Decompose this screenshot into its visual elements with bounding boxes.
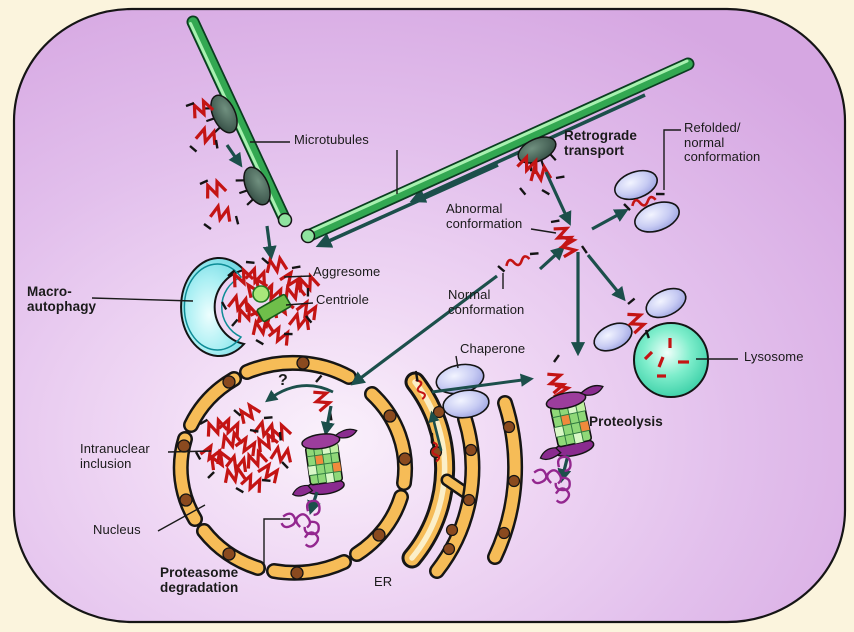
er-chaperone-pair <box>435 363 490 419</box>
chaperone-oval <box>634 201 680 233</box>
label-proteolysis: Proteolysis <box>589 414 663 429</box>
label-nucleus: Nucleus <box>93 522 141 537</box>
retrograde-to-center-arrow <box>544 171 572 226</box>
lysosome-complex <box>593 287 709 398</box>
ribosomes <box>429 405 521 556</box>
lysosome-body <box>633 322 709 398</box>
label-proteasome-degradation: Proteasome degradation <box>160 565 239 596</box>
label-aggresome: Aggresome <box>313 264 381 279</box>
label-chaperone: Chaperone <box>460 341 526 356</box>
refolding-arrow <box>591 208 629 231</box>
er-lumen <box>409 379 448 561</box>
label-centriole: Centriole <box>316 292 369 307</box>
autophagosome <box>180 257 246 357</box>
to-nucleus-arrow <box>350 274 498 386</box>
endoplasmic-reticulum <box>401 370 524 579</box>
lysosome-degraded-bits <box>643 338 689 378</box>
refolded-protein-complex <box>614 169 680 233</box>
label-connectors <box>91 129 738 573</box>
label-macroautophagy: Macro- autophagy <box>27 284 97 315</box>
chaperone-to-proteasome-arrow <box>431 373 534 394</box>
label-normal-conformation: Normal conformation <box>448 287 525 317</box>
nuclear-pores <box>177 356 412 580</box>
chaperone-oval <box>645 287 687 319</box>
label-er: ER <box>374 574 393 589</box>
label-intranuclear-inclusion: Intranuclear inclusion <box>80 441 150 471</box>
label-lysosome: Lysosome <box>744 349 804 364</box>
label-question-mark: ? <box>278 372 288 389</box>
cell-membrane <box>12 7 847 624</box>
proteolysis-output-arrow <box>557 454 572 484</box>
to-nuclear-proteasome-arrow <box>320 405 335 437</box>
chaperone-oval <box>593 322 633 352</box>
chaperone-oval <box>442 389 490 419</box>
er-translocation-arrow <box>428 410 443 452</box>
microtubule-end-cap <box>300 228 316 244</box>
label-abnormal-conformation: Abnormal conformation <box>446 201 523 231</box>
centriole <box>252 285 292 323</box>
label-retrograde-transport: Retrograde transport <box>564 128 638 159</box>
to-lysosome-arrow <box>586 253 626 302</box>
microtubule-2 <box>300 57 695 244</box>
proteolysis-complex <box>527 353 617 504</box>
uncertain-pathway-arrow <box>265 384 334 403</box>
normal-to-abnormal-arrow <box>538 246 566 271</box>
label-refolded-normal-conformation: Refolded/ normal conformation <box>684 120 761 165</box>
transport-step-arrows <box>225 144 277 261</box>
microtubule-end-cap <box>277 212 293 228</box>
pathway-arrows <box>350 171 629 386</box>
chaperone-oval <box>614 169 658 201</box>
nuclear-envelope <box>172 354 414 581</box>
label-microtubules: Microtubules <box>294 132 369 147</box>
